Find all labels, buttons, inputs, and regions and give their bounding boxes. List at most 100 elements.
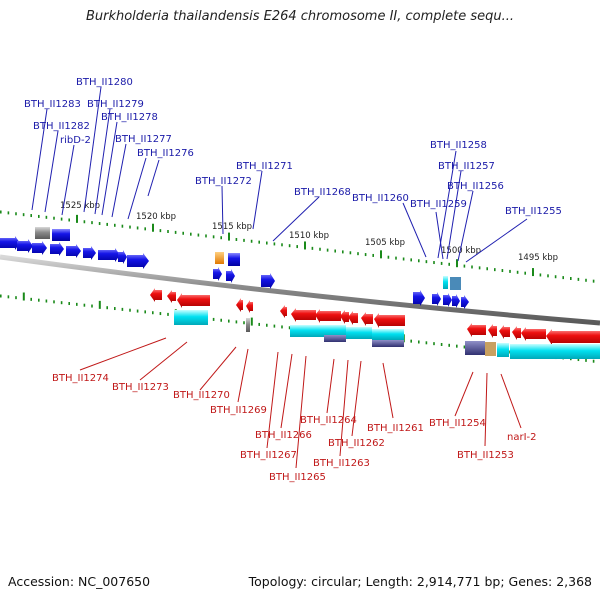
gene-feature-blue[interactable] — [228, 253, 240, 266]
gene-label[interactable]: BTH_II1260 — [352, 193, 409, 204]
gene-arrow-reverse[interactable] — [546, 329, 600, 345]
gene-arrow-reverse[interactable] — [280, 305, 287, 318]
gene-feature-grey[interactable] — [246, 318, 250, 332]
gene-label[interactable]: BTH_II1264 — [300, 415, 357, 426]
gene-arrow-reverse[interactable] — [236, 298, 243, 312]
gene-arrow-reverse[interactable] — [521, 327, 546, 341]
gene-label[interactable]: BTH_II1269 — [210, 405, 267, 416]
gene-arrow-forward[interactable] — [83, 246, 96, 260]
gene-label[interactable]: BTH_II1268 — [294, 187, 351, 198]
gene-feature-tan[interactable] — [485, 342, 496, 356]
map-title: Burkholderia thailandensis E264 chromoso… — [85, 9, 515, 24]
gene-arrow-reverse[interactable] — [467, 323, 486, 337]
gene-arrow-forward[interactable] — [118, 250, 127, 264]
scale-minor-tick — [45, 299, 48, 303]
gene-label[interactable]: BTH_II1276 — [137, 148, 194, 159]
gene-feature-grey[interactable] — [35, 227, 50, 239]
gene-label[interactable]: BTH_II1282 — [33, 121, 90, 132]
gene-label[interactable]: BTH_II1280 — [76, 77, 133, 88]
gene-feature-cyan[interactable] — [174, 310, 208, 325]
gene-label[interactable]: BTH_II1274 — [52, 373, 109, 384]
gene-feature-steel[interactable] — [450, 277, 461, 290]
gene-arrow-forward[interactable] — [432, 292, 441, 306]
gene-labels-top: BTH_II1280 BTH_II1283 BTH_II1279 BTH_II1… — [24, 77, 562, 217]
gene-label[interactable]: BTH_II1263 — [313, 458, 370, 469]
gene-arrow-forward[interactable] — [452, 294, 460, 308]
gene-arrow-forward[interactable] — [261, 273, 275, 289]
gene-arrow-forward[interactable] — [0, 236, 20, 250]
gene-arrow-forward[interactable] — [127, 253, 149, 269]
gene-label[interactable]: BTH_II1258 — [430, 140, 487, 151]
gene-arrow-reverse[interactable] — [167, 290, 176, 303]
gene-arrow-reverse[interactable] — [512, 326, 521, 340]
gene-label[interactable]: narI-2 — [507, 432, 537, 443]
gene-label[interactable]: BTH_II1256 — [447, 181, 504, 192]
gene-label[interactable]: BTH_II1270 — [173, 390, 230, 401]
gene-label[interactable]: BTH_II1279 — [87, 99, 144, 110]
scale-minor-tick — [592, 359, 595, 363]
gene-feature-cyan[interactable] — [510, 344, 600, 359]
gene-label[interactable]: ribD-2 — [60, 135, 91, 146]
gene-label[interactable]: BTH_II1267 — [240, 450, 297, 461]
gene-arrow-reverse[interactable] — [177, 293, 210, 308]
gene-arrow-forward[interactable] — [413, 290, 425, 306]
gene-feature-navy[interactable] — [465, 341, 485, 355]
scale-minor-tick — [273, 242, 276, 246]
gene-label[interactable]: BTH_II1257 — [438, 161, 495, 172]
scale-minor-tick — [486, 267, 488, 271]
gene-arrow-forward[interactable] — [461, 295, 469, 309]
gene-label[interactable]: BTH_II1272 — [195, 176, 252, 187]
scale-label: 1525 kbp — [60, 201, 100, 211]
gene-arrow-forward[interactable] — [213, 267, 222, 281]
gene-feature-orange[interactable] — [215, 252, 224, 264]
gene-arrow-forward[interactable] — [50, 242, 64, 256]
gene-feature-cyan[interactable] — [372, 329, 404, 340]
gene-arrow-forward[interactable] — [32, 241, 47, 255]
gene-label[interactable]: BTH_II1253 — [457, 450, 514, 461]
gene-arrow-reverse[interactable] — [340, 310, 349, 324]
gene-label[interactable]: BTH_II1283 — [24, 99, 81, 110]
scale-minor-tick — [174, 230, 177, 234]
gene-arrow-reverse[interactable] — [361, 312, 373, 326]
gene-label[interactable]: BTH_II1262 — [328, 438, 385, 449]
gene-arrow-reverse[interactable] — [499, 325, 510, 339]
gene-label[interactable]: BTH_II1265 — [269, 472, 326, 483]
gene-label[interactable]: BTH_II1259 — [410, 199, 467, 210]
gene-arrow-forward[interactable] — [98, 248, 120, 262]
gene-arrow-reverse[interactable] — [315, 309, 341, 323]
scale-minor-tick — [30, 214, 32, 218]
scale-minor-tick — [509, 269, 511, 273]
gene-label[interactable]: BTH_II1266 — [255, 430, 312, 441]
scale-minor-tick — [228, 319, 230, 323]
gene-label[interactable]: BTH_II1273 — [112, 382, 169, 393]
gene-arrow-reverse[interactable] — [291, 308, 316, 322]
gene-label[interactable]: BTH_II1278 — [101, 112, 158, 123]
gene-arrow-forward[interactable] — [66, 244, 81, 258]
gene-feature-cyan[interactable] — [497, 343, 509, 357]
gene-feature-cyan[interactable] — [443, 276, 448, 289]
gene-label[interactable]: BTH_II1254 — [429, 418, 486, 429]
scale-minor-tick — [387, 255, 390, 259]
genome-summary-text: Topology: circular; Length: 2,914,771 bp… — [248, 574, 592, 589]
scale-minor-tick — [212, 235, 215, 239]
gene-arrow-forward[interactable] — [226, 269, 235, 283]
gene-label[interactable]: BTH_II1261 — [367, 423, 424, 434]
gene-label[interactable]: BTH_II1277 — [115, 134, 172, 145]
gene-feature-cyan[interactable] — [290, 325, 346, 337]
gene-label[interactable]: BTH_II1255 — [505, 206, 562, 217]
gene-arrow-reverse[interactable] — [150, 288, 162, 302]
scale-minor-tick — [456, 344, 458, 348]
gene-feature-navy[interactable] — [324, 335, 346, 342]
gene-feature-navy[interactable] — [372, 340, 404, 347]
gene-arrow-forward[interactable] — [17, 239, 33, 253]
gene-arrow-reverse[interactable] — [488, 324, 497, 338]
scale-minor-tick — [410, 258, 412, 262]
gene-arrow-forward[interactable] — [443, 293, 452, 307]
gene-arrow-reverse[interactable] — [374, 313, 405, 328]
gene-label[interactable]: BTH_II1271 — [236, 161, 293, 172]
gene-feature-cyan[interactable] — [346, 327, 372, 339]
gene-feature-blue[interactable] — [52, 229, 70, 241]
gene-arrow-reverse[interactable] — [246, 300, 253, 313]
gene-arrow-reverse[interactable] — [348, 311, 358, 325]
scale-minor-tick — [45, 215, 48, 219]
